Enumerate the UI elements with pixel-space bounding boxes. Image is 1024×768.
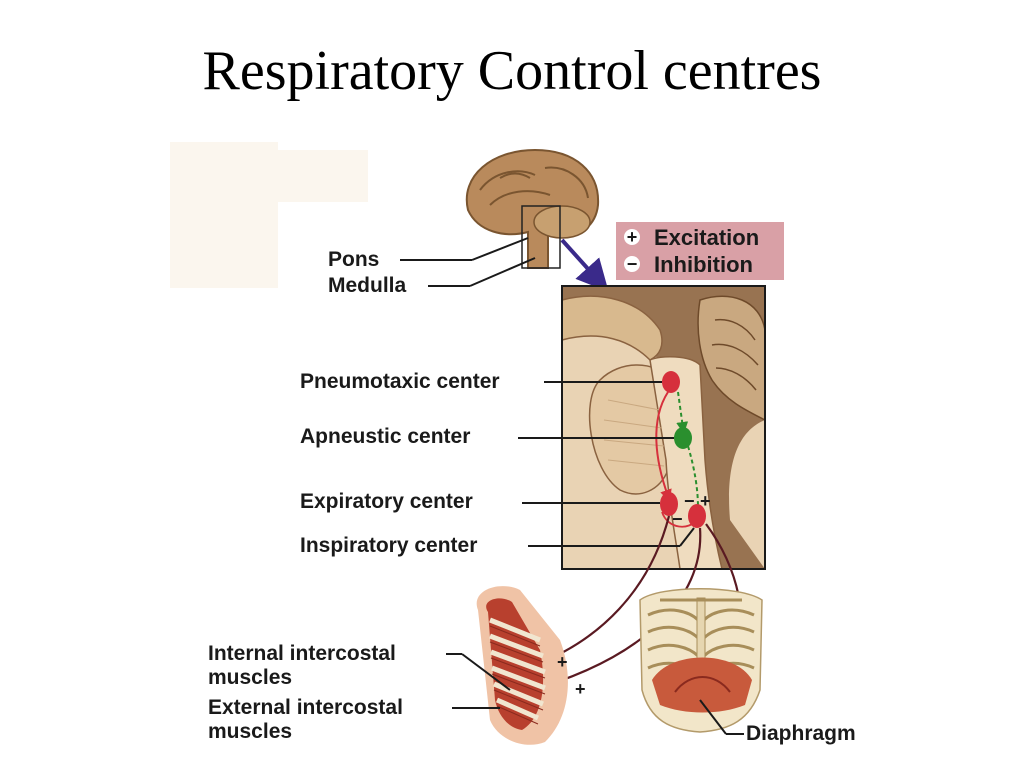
expiratory-center: [660, 492, 678, 516]
side-rib-cage-illustration: [476, 586, 568, 745]
internal-intercostal-label-line2: muscles: [208, 666, 292, 689]
internal-intercostal-label-line1: Internal intercostal: [208, 642, 396, 665]
pons-label: Pons: [328, 248, 379, 271]
inspiratory-center-label: Inspiratory center: [300, 534, 477, 557]
sign-plus-internal: +: [557, 652, 568, 672]
legend-inhibition-label: Inhibition: [654, 252, 753, 277]
slide-title: Respiratory Control centres: [202, 40, 822, 102]
pneumotaxic-center-label: Pneumotaxic center: [300, 370, 500, 393]
excitation-symbol: +: [627, 227, 638, 247]
pneumotaxic-apneustic-pathway: [676, 391, 689, 434]
inhibition-symbol: −: [627, 254, 638, 274]
zoom-arrow: [560, 238, 609, 292]
background-patch: [170, 142, 278, 288]
brainstem-zoom-panel: [561, 285, 766, 570]
sign-minus-expiratory: −: [684, 491, 695, 511]
medulla-label: Medulla: [328, 274, 406, 297]
background-patch: [278, 150, 368, 202]
pneumotaxic-center: [662, 371, 680, 393]
sign-plus-inspiratory: +: [700, 491, 711, 511]
brain-illustration: [465, 148, 600, 269]
external-intercostal-label-line2: muscles: [208, 720, 292, 743]
legend: + Excitation − Inhibition: [616, 222, 784, 280]
front-rib-cage-illustration: [639, 588, 763, 733]
inspiratory-center: [688, 504, 706, 528]
expiratory-center-label: Expiratory center: [300, 490, 473, 513]
sign-minus-inspiratory: −: [672, 509, 683, 529]
sign-plus-external: +: [575, 679, 586, 699]
legend-excitation-label: Excitation: [654, 225, 759, 250]
inhibition-symbol-bg: [624, 256, 640, 272]
apneustic-center-label: Apneustic center: [300, 425, 470, 448]
excitation-symbol-bg: [624, 229, 640, 245]
external-intercostal-label-line1: External intercostal: [208, 696, 403, 719]
apneustic-inspiratory-pathway: [687, 445, 699, 509]
apneustic-center: [674, 427, 692, 449]
pneumotaxic-expiratory-pathway: [655, 391, 672, 502]
diaphragm-label: Diaphragm: [746, 722, 856, 745]
